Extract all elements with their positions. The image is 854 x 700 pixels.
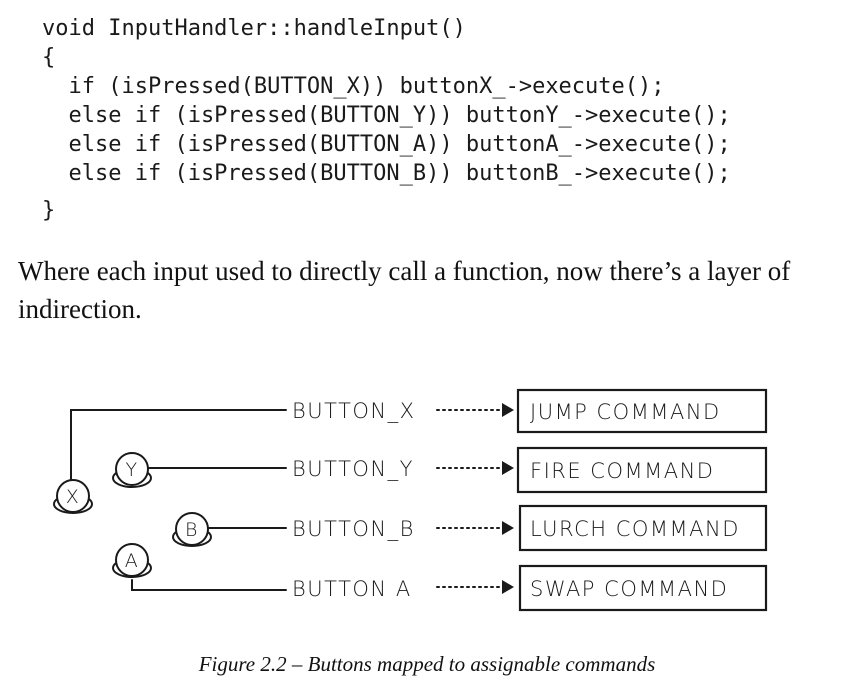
command-box-lurch [518,504,768,552]
command-label: LURCH COMMAND [530,517,740,541]
button-letter: B [185,519,199,541]
arrowhead-x [502,403,514,417]
button-label: BUTTON_X [292,399,416,423]
body-paragraph: Where each input used to directly call a… [18,256,791,324]
command-label: SWAP COMMAND [530,577,728,601]
code-line: { [42,45,56,70]
code-line: if (isPressed(BUTTON_X)) buttonX_->execu… [42,74,665,99]
command-box-jump [516,388,768,434]
wire-a [131,579,287,591]
button-x-icon [53,479,93,514]
command-box-fire [516,446,768,494]
button-a-icon [112,543,152,578]
button-mapping-figure: X Y B A BUTTON_X BUTTON_Y BUTTON_B BUTTO… [40,380,800,630]
button-letter: Y [125,459,138,481]
button-letter: A [125,550,140,572]
code-line: else if (isPressed(BUTTON_A)) buttonA_->… [42,132,731,157]
command-box-swap [518,564,768,612]
wire-x [70,409,287,481]
button-letter: X [66,486,81,508]
command-label: FIRE COMMAND [530,459,714,483]
code-line: else if (isPressed(BUTTON_B)) buttonB_->… [42,161,731,186]
button-label: BUTTON A [292,577,412,601]
code-line: else if (isPressed(BUTTON_Y)) buttonY_->… [42,103,731,128]
arrowhead-b [502,521,514,535]
button-label: BUTTON_Y [292,457,414,481]
code-block: void InputHandler::handleInput(){ if (is… [42,14,731,225]
command-label: JUMP COMMAND [530,400,721,424]
figure-caption: Figure 2.2 – Buttons mapped to assignabl… [198,652,656,676]
button-label: BUTTON_B [292,517,415,541]
arrowhead-y [502,461,514,475]
button-b-icon [172,512,212,547]
arrowhead-a [502,580,514,594]
code-line: } [42,198,56,223]
code-line: void InputHandler::handleInput() [42,16,466,41]
button-y-icon [112,452,152,488]
figure-illustration: X Y B A BUTTON_X BUTTON_Y BUTTON_B BUTTO… [53,388,768,612]
